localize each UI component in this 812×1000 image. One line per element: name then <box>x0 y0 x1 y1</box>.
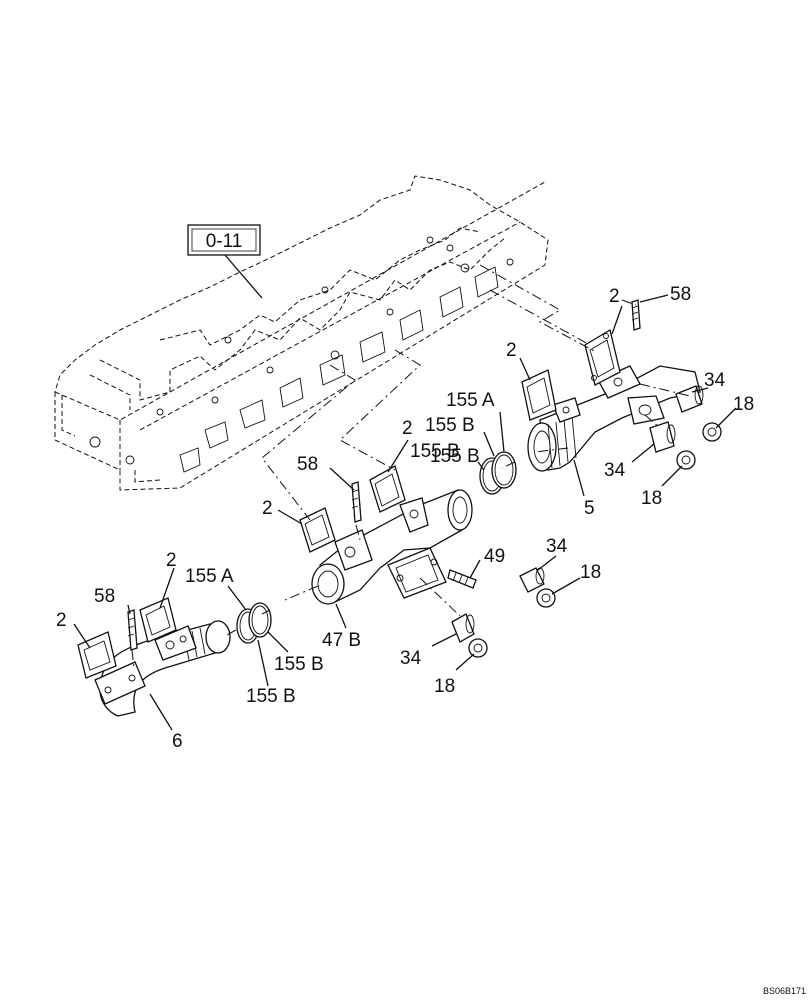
callout-58: 58 <box>94 586 115 607</box>
gasket-2-a <box>584 328 621 386</box>
callout-2: 2 <box>609 286 620 307</box>
gasket-2-c <box>369 465 406 513</box>
gasket-2-b <box>521 369 557 421</box>
callout-34: 34 <box>704 370 726 391</box>
gasket-2-f <box>139 597 177 643</box>
callout-2: 2 <box>56 610 67 631</box>
stud-58-b <box>351 481 362 523</box>
callout-155-b: 155 B <box>425 415 475 436</box>
callout-labels: 2 58 34 18 2 155 A 155 B 2 155 B 155 B 5… <box>56 284 754 752</box>
callout-5: 5 <box>584 498 595 519</box>
pipe-47b <box>311 489 473 605</box>
callout-2: 2 <box>166 550 177 571</box>
callout-155-b: 155 B <box>410 441 460 462</box>
cylinder-head-assembly <box>54 175 549 491</box>
sleeve-34-c <box>519 567 545 593</box>
callout-49: 49 <box>484 546 505 567</box>
callout-18: 18 <box>580 562 601 583</box>
reference-box <box>187 224 261 256</box>
nut-18-c <box>536 588 556 608</box>
callout-2: 2 <box>262 498 273 519</box>
reference-callout: 0-11 <box>187 224 263 299</box>
pipe-6 <box>94 620 231 717</box>
callout-18: 18 <box>434 676 455 697</box>
drawing-code: BS06B171 <box>763 986 806 996</box>
callout-155-a: 155 A <box>185 566 234 587</box>
callout-155-b: 155 B <box>430 446 480 467</box>
callout-2: 2 <box>402 418 413 439</box>
sleeve-34-d <box>451 613 475 643</box>
callout-34: 34 <box>400 648 422 669</box>
nut-18-d <box>468 638 488 658</box>
sleeve-34-b <box>649 421 676 453</box>
assembly-lines <box>131 264 691 669</box>
pipe-5 <box>527 365 701 472</box>
reference-label: 0-11 <box>206 231 243 252</box>
leader-lines <box>73 294 737 731</box>
callout-34: 34 <box>546 536 568 557</box>
callout-6: 6 <box>172 731 183 752</box>
stud-58-c <box>127 609 138 651</box>
callout-18: 18 <box>733 394 754 415</box>
nut-18-b <box>676 450 696 470</box>
callout-58: 58 <box>670 284 691 305</box>
o-rings-155-a <box>479 451 517 495</box>
stud-58-a <box>631 299 641 331</box>
callout-34: 34 <box>604 460 626 481</box>
sleeve-34-a <box>675 385 704 413</box>
callout-155-b: 155 B <box>246 686 296 707</box>
callout-18: 18 <box>641 488 662 509</box>
callout-155-a: 155 A <box>446 390 495 411</box>
callout-2: 2 <box>506 340 517 361</box>
callout-155-b: 155 B <box>274 654 324 675</box>
stud-49 <box>447 569 477 589</box>
o-rings-155-b <box>236 602 272 644</box>
callout-58: 58 <box>297 454 318 475</box>
callout-47-b: 47 B <box>322 630 361 651</box>
